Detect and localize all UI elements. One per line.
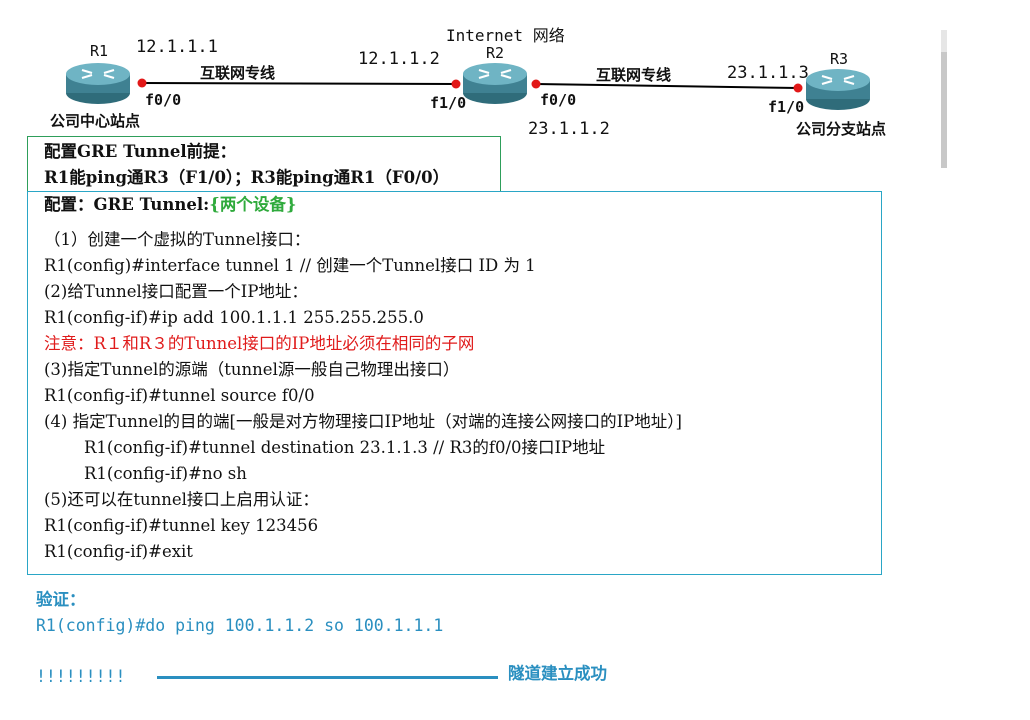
r1-ip: 12.1.1.1 xyxy=(136,37,218,57)
config-line: (3)指定Tunnel的源端（tunnel源一般自己物理出接口） xyxy=(44,360,460,379)
r2-ip-right: 23.1.1.2 xyxy=(528,119,610,139)
prereq-box: 配置GRE Tunnel前提： R1能ping通R3（F1/0）；R3能ping… xyxy=(27,136,501,192)
topology-diagram xyxy=(66,63,870,110)
config-line: R1(config-if)#tunnel source f0/0 xyxy=(44,386,315,405)
r2-iface-left: f1/0 xyxy=(430,94,467,112)
config-line: R1(config-if)#no sh xyxy=(84,464,247,483)
router-r2-icon xyxy=(463,63,527,104)
r1-name: R1 xyxy=(90,42,109,60)
config-title: 配置：GRE Tunnel:{两个设备} xyxy=(44,192,296,218)
router-r3-icon xyxy=(806,69,870,110)
verify-result: !!!!!!!!! xyxy=(36,667,126,686)
r3-site-label: 公司分支站点 xyxy=(796,120,887,138)
r2-name: R2 xyxy=(486,44,505,62)
r3-name: R3 xyxy=(830,50,849,68)
config-line: R1(config-if)#tunnel key 123456 xyxy=(44,516,319,535)
scrollbar-top-segment xyxy=(941,30,947,52)
config-line: （1）创建一个虚拟的Tunnel接口： xyxy=(44,230,311,249)
config-line: (4) 指定Tunnel的目的端[一般是对方物理接口IP地址（对端的连接公网接口… xyxy=(44,412,682,431)
port-dot-r2-f00 xyxy=(531,79,541,89)
r2-iface-right: f0/0 xyxy=(540,91,577,109)
config-line: 注意：R１和R３的Tunnel接口的IP地址必须在相同的子网 xyxy=(44,334,475,353)
config-line: R1(config-if)#ip add 100.1.1.1 255.255.2… xyxy=(44,308,424,327)
config-title-text: 配置：GRE Tunnel: xyxy=(44,195,210,214)
r2-ip-left: 12.1.1.2 xyxy=(358,49,440,69)
link-r1-r2 xyxy=(141,82,457,85)
link-r2-r3 xyxy=(535,83,799,89)
r1-site-label: 公司中心站点 xyxy=(50,112,141,130)
config-title-note: {两个设备} xyxy=(209,195,297,214)
link2-label: 互联网专线 xyxy=(596,66,672,84)
config-line: R1(config)#interface tunnel 1 // 创建一个Tun… xyxy=(44,256,536,275)
config-line: R1(config-if)#tunnel destination 23.1.1.… xyxy=(84,438,606,457)
success-label: 隧道建立成功 xyxy=(508,664,607,683)
verify-command: R1(config)#do ping 100.1.1.2 so 100.1.1.… xyxy=(36,616,444,635)
config-line: R1(config-if)#exit xyxy=(44,542,193,561)
config-box: 配置：GRE Tunnel:{两个设备} （1）创建一个虚拟的Tunnel接口：… xyxy=(27,191,882,575)
verify-title: 验证： xyxy=(36,590,86,609)
config-line: (5)还可以在tunnel接口上启用认证： xyxy=(44,490,319,509)
port-dot-r3-f10 xyxy=(793,83,803,93)
port-dot-r2-f10 xyxy=(451,79,461,89)
link1-label: 互联网专线 xyxy=(200,64,276,82)
prereq-line-1: 配置GRE Tunnel前提： xyxy=(44,142,237,161)
r3-ip: 23.1.1.3 xyxy=(727,63,809,83)
port-dot-r1-f00 xyxy=(137,78,147,88)
prereq-line-2: R1能ping通R3（F1/0）；R3能ping通R1（F0/0） xyxy=(44,168,450,187)
r3-iface: f1/0 xyxy=(768,98,805,116)
scrollbar[interactable] xyxy=(941,30,947,168)
internet-label: Internet 网络 xyxy=(446,26,565,45)
success-arrow-line xyxy=(157,676,498,679)
r1-iface: f0/0 xyxy=(145,91,182,109)
router-r1-icon xyxy=(66,63,130,104)
config-line: (2)给Tunnel接口配置一个IP地址： xyxy=(44,282,308,301)
